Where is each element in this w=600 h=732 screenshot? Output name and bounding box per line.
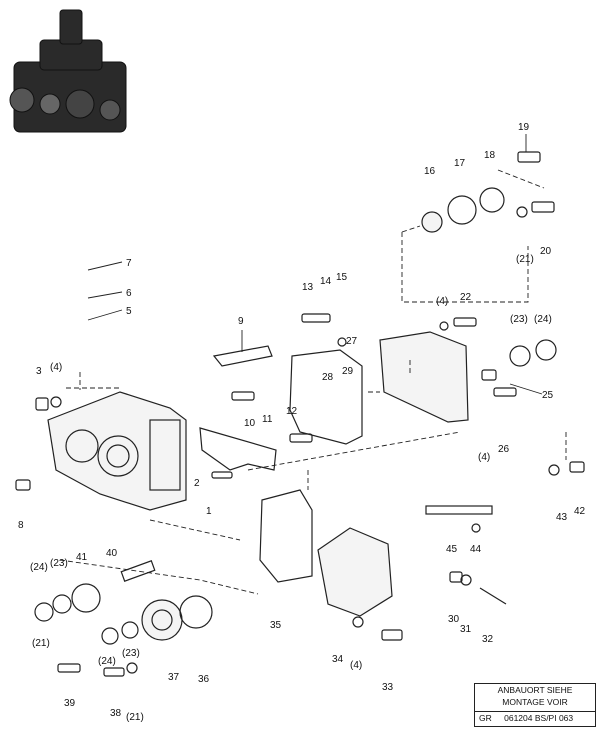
callout: 37 xyxy=(168,672,180,683)
callout-labels: 1 2 3 (4) (4) (4) (4) 5 6 7 8 9 10 11 12… xyxy=(18,122,586,723)
seal-ring xyxy=(509,345,531,367)
callout: 36 xyxy=(198,674,210,685)
assembled-unit-thumbnail xyxy=(9,9,127,133)
callout: 6 xyxy=(126,288,132,299)
reference-code: 061204 BS/PI 063 xyxy=(504,713,574,723)
callout: (24) xyxy=(98,656,116,667)
callout: 22 xyxy=(460,292,472,303)
callout: (4) xyxy=(478,452,490,463)
callout: 26 xyxy=(498,444,510,455)
callout: 27 xyxy=(346,336,358,347)
shaft xyxy=(425,505,493,515)
callout: 28 xyxy=(322,372,334,383)
top-shaft-group xyxy=(401,151,555,303)
leader-lines xyxy=(87,134,543,395)
callout: 3 xyxy=(36,366,42,377)
lower-left-bearing-group xyxy=(34,560,156,645)
group-label: GR xyxy=(479,713,492,723)
callout: (21) xyxy=(126,712,144,723)
callout: 44 xyxy=(470,544,482,555)
callout: 7 xyxy=(126,258,132,269)
callout: 43 xyxy=(556,512,568,523)
callout: (4) xyxy=(350,660,362,671)
reference-line-german: ANBAUORT SIEHE xyxy=(497,685,573,695)
callout: 25 xyxy=(542,390,554,401)
callout: 31 xyxy=(460,624,472,635)
rear-housing-cover xyxy=(379,331,469,423)
callout: 19 xyxy=(518,122,530,133)
callout: 18 xyxy=(484,150,496,161)
callout: (24) xyxy=(534,314,552,325)
flange-plate xyxy=(179,595,213,629)
callout: 17 xyxy=(454,158,466,169)
callout: 12 xyxy=(286,406,298,417)
callout: 42 xyxy=(574,506,586,517)
lower-housing xyxy=(317,527,393,617)
callout: 30 xyxy=(448,614,460,625)
callout: 8 xyxy=(18,520,24,531)
callout: 45 xyxy=(446,544,458,555)
callout: (4) xyxy=(50,362,62,373)
cover-plate xyxy=(289,349,363,445)
callout: (4) xyxy=(436,296,448,307)
callout: (23) xyxy=(50,558,68,569)
callout: 11 xyxy=(262,414,273,425)
reference-code-row: GR 061204 BS/PI 063 xyxy=(475,711,595,726)
callout: 14 xyxy=(320,276,332,287)
callout: 41 xyxy=(76,552,88,563)
callout: (23) xyxy=(122,648,140,659)
reference-line-french: MONTAGE VOIR xyxy=(502,697,568,707)
drive-gear xyxy=(141,599,183,641)
callout: 16 xyxy=(424,166,436,177)
mounting-plate xyxy=(199,427,277,471)
callout: 38 xyxy=(110,708,122,719)
callout: 39 xyxy=(64,698,76,709)
callout: (21) xyxy=(32,638,50,649)
gasket xyxy=(259,489,313,583)
callout: 15 xyxy=(336,272,348,283)
bracket xyxy=(212,345,273,367)
callout: (24) xyxy=(30,562,48,573)
callout: 5 xyxy=(126,306,132,317)
fasteners xyxy=(15,313,585,677)
callout: 1 xyxy=(206,506,212,517)
callout: 35 xyxy=(270,620,282,631)
callout: 20 xyxy=(540,246,552,257)
seal-ring xyxy=(535,339,557,361)
callout: 2 xyxy=(194,478,200,489)
gearbox-housing xyxy=(47,391,187,511)
callout: 10 xyxy=(244,418,256,429)
callout: 33 xyxy=(382,682,394,693)
callout: 34 xyxy=(332,654,344,665)
callout: (21) xyxy=(516,254,534,265)
callout: 9 xyxy=(238,316,244,327)
callout: 13 xyxy=(302,282,314,293)
callout: 32 xyxy=(482,634,494,645)
callout: (23) xyxy=(510,314,528,325)
installation-reference-box: ANBAUORT SIEHE MONTAGE VOIR GR 061204 BS… xyxy=(474,683,596,727)
callout: 40 xyxy=(106,548,118,559)
callout: 29 xyxy=(342,366,354,377)
